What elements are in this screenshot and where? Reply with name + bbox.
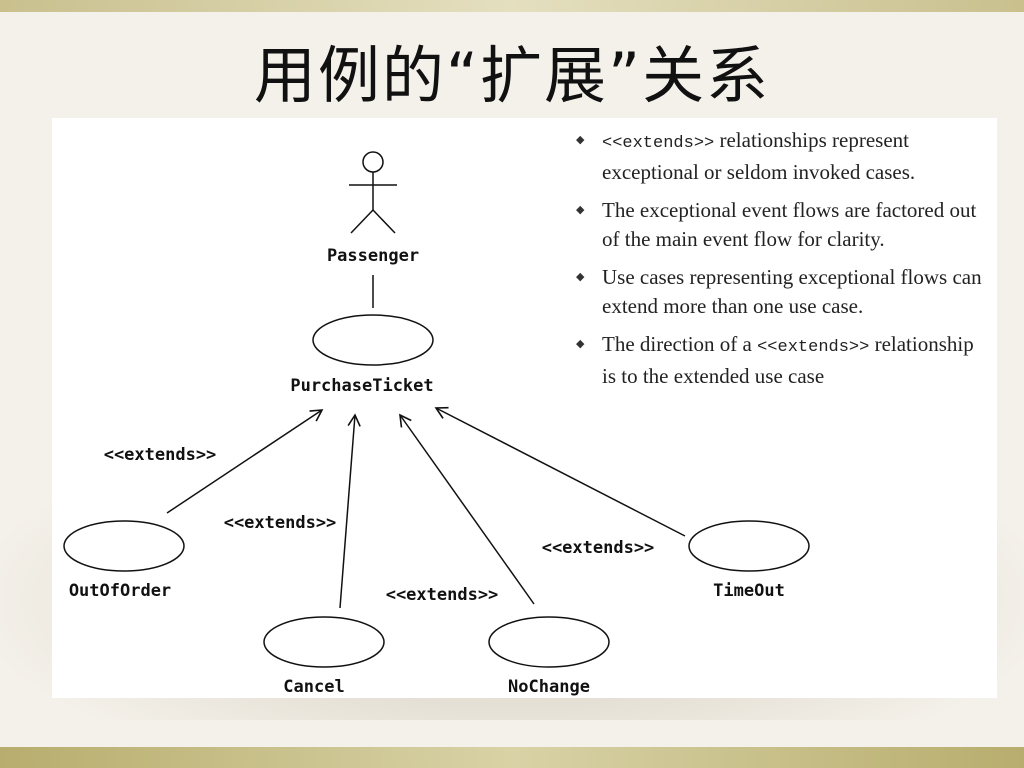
use-case-diagram: Passenger PurchaseTicket OutOfOrder Canc… (63, 151, 810, 697)
extends-label-timeout: <<extends>> (542, 538, 655, 558)
note-item: The direction of a <<extends>> relations… (572, 330, 992, 391)
use-case-label-cancel: Cancel (283, 677, 344, 697)
extends-label-nochange: <<extends>> (386, 585, 499, 605)
use-case-label-timeout: TimeOut (713, 581, 785, 601)
slide-title: 用例的“扩展”关系 (253, 39, 771, 112)
use-case-nochange (488, 616, 610, 668)
note-text-after: relationship is to the extended use case (602, 332, 974, 388)
extends-arrow-nochange (399, 413, 535, 605)
actor-right-leg (372, 209, 396, 234)
actor-left-leg (350, 209, 374, 234)
note-text: The exceptional event flows are factored… (602, 198, 977, 251)
notes-list: <<extends>> relationships represent exce… (572, 126, 992, 400)
use-case-outoforder (63, 520, 185, 572)
extends-label-cancel: <<extends>> (224, 513, 337, 533)
extends-arrow-outoforder (166, 409, 324, 514)
extends-arrow-timeout (434, 406, 686, 537)
note-code: <<extends>> (757, 338, 870, 357)
content-panel: Passenger PurchaseTicket OutOfOrder Canc… (52, 118, 997, 698)
use-case-purchaseticket (312, 314, 434, 366)
use-case-timeout (688, 520, 810, 572)
use-case-label-outoforder: OutOfOrder (69, 581, 171, 601)
use-case-cancel (263, 616, 385, 668)
note-item: <<extends>> relationships represent exce… (572, 126, 992, 187)
actor-head (362, 151, 384, 173)
note-text-before: The direction of a (602, 332, 758, 356)
use-case-label-nochange: NoChange (508, 677, 590, 697)
actor-label: Passenger (327, 246, 419, 266)
note-text: Use cases representing exceptional flows… (602, 265, 982, 318)
top-decor-band (0, 0, 1024, 12)
extends-label-outoforder: <<extends>> (104, 445, 217, 465)
bottom-decor-band (0, 747, 1024, 768)
use-case-label-purchaseticket: PurchaseTicket (290, 376, 433, 396)
extends-arrow-cancel (339, 413, 361, 609)
note-text: relationships represent exceptional or s… (602, 128, 916, 184)
note-item: The exceptional event flows are factored… (572, 196, 992, 254)
note-code: <<extends>> (602, 134, 715, 153)
actor-passenger (349, 151, 397, 234)
note-item: Use cases representing exceptional flows… (572, 263, 992, 321)
